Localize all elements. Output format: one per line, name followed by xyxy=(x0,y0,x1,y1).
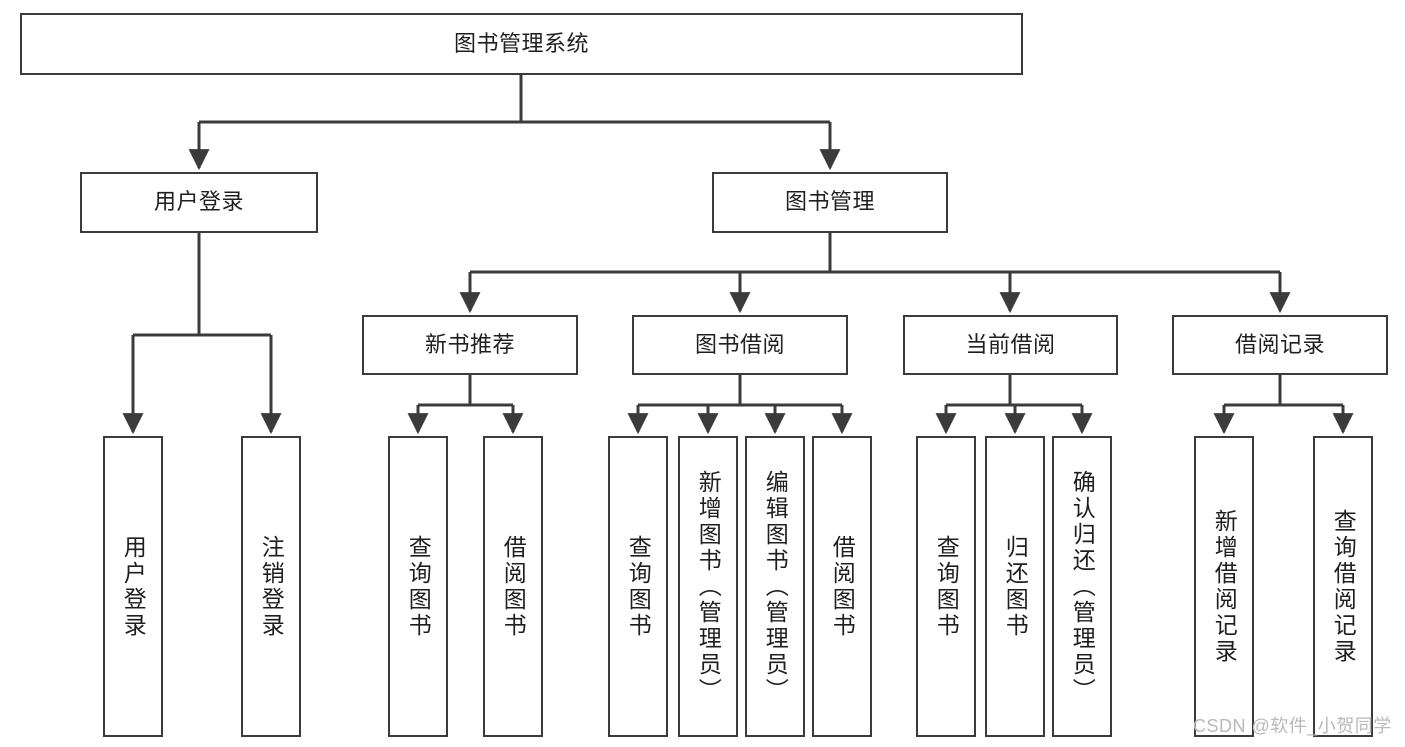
leaf-borrow-query-book[interactable]: 查询图书 xyxy=(608,436,668,737)
leaf-current-return-book[interactable]: 归还图书 xyxy=(985,436,1045,737)
node-root-system[interactable]: 图书管理系统 xyxy=(20,13,1023,75)
node-label: 新增图书（管理员） xyxy=(695,469,722,704)
node-label: 查询借阅记录 xyxy=(1330,508,1357,665)
leaf-record-add-record[interactable]: 新增借阅记录 xyxy=(1194,436,1254,737)
node-label: 借阅图书 xyxy=(500,534,527,639)
node-new-book-recommend[interactable]: 新书推荐 xyxy=(362,315,578,375)
node-label: 新增借阅记录 xyxy=(1211,508,1238,665)
leaf-recommend-query-book[interactable]: 查询图书 xyxy=(388,436,448,737)
node-label: 查询图书 xyxy=(405,534,432,639)
node-label: 查询图书 xyxy=(933,534,960,639)
node-label: 借阅图书 xyxy=(829,534,856,639)
leaf-borrow-add-book-admin[interactable]: 新增图书（管理员） xyxy=(678,436,738,737)
node-current-borrow[interactable]: 当前借阅 xyxy=(903,315,1118,375)
node-label: 新书推荐 xyxy=(424,331,515,357)
node-label: 借阅记录 xyxy=(1234,331,1325,357)
leaf-recommend-borrow-book[interactable]: 借阅图书 xyxy=(483,436,543,737)
leaf-current-confirm-return-admin[interactable]: 确认归还（管理员） xyxy=(1052,436,1112,737)
node-user-login[interactable]: 用户登录 xyxy=(80,172,318,233)
node-label: 图书管理系统 xyxy=(453,30,589,56)
leaf-user-login-signout[interactable]: 注销登录 xyxy=(241,436,301,737)
node-borrow-record[interactable]: 借阅记录 xyxy=(1172,315,1388,375)
node-label: 用户登录 xyxy=(153,189,244,215)
node-label: 归还图书 xyxy=(1002,534,1029,639)
node-book-borrow[interactable]: 图书借阅 xyxy=(632,315,848,375)
node-label: 查询图书 xyxy=(625,534,652,639)
leaf-record-query-record[interactable]: 查询借阅记录 xyxy=(1313,436,1373,737)
leaf-borrow-borrow-book[interactable]: 借阅图书 xyxy=(812,436,872,737)
leaf-current-query-book[interactable]: 查询图书 xyxy=(916,436,976,737)
node-label: 编辑图书（管理员） xyxy=(762,469,789,704)
csdn-watermark: CSDN @软件_小贺同学 xyxy=(1193,716,1392,736)
node-label: 确认归还（管理员） xyxy=(1069,469,1096,704)
node-label: 用户登录 xyxy=(120,534,147,639)
node-label: 图书管理 xyxy=(784,189,875,215)
leaf-user-login-signin[interactable]: 用户登录 xyxy=(103,436,163,737)
node-book-management[interactable]: 图书管理 xyxy=(712,172,948,233)
leaf-borrow-edit-book-admin[interactable]: 编辑图书（管理员） xyxy=(745,436,805,737)
node-label: 注销登录 xyxy=(258,534,285,639)
node-label: 当前借阅 xyxy=(965,331,1056,357)
node-label: 图书借阅 xyxy=(694,331,785,357)
